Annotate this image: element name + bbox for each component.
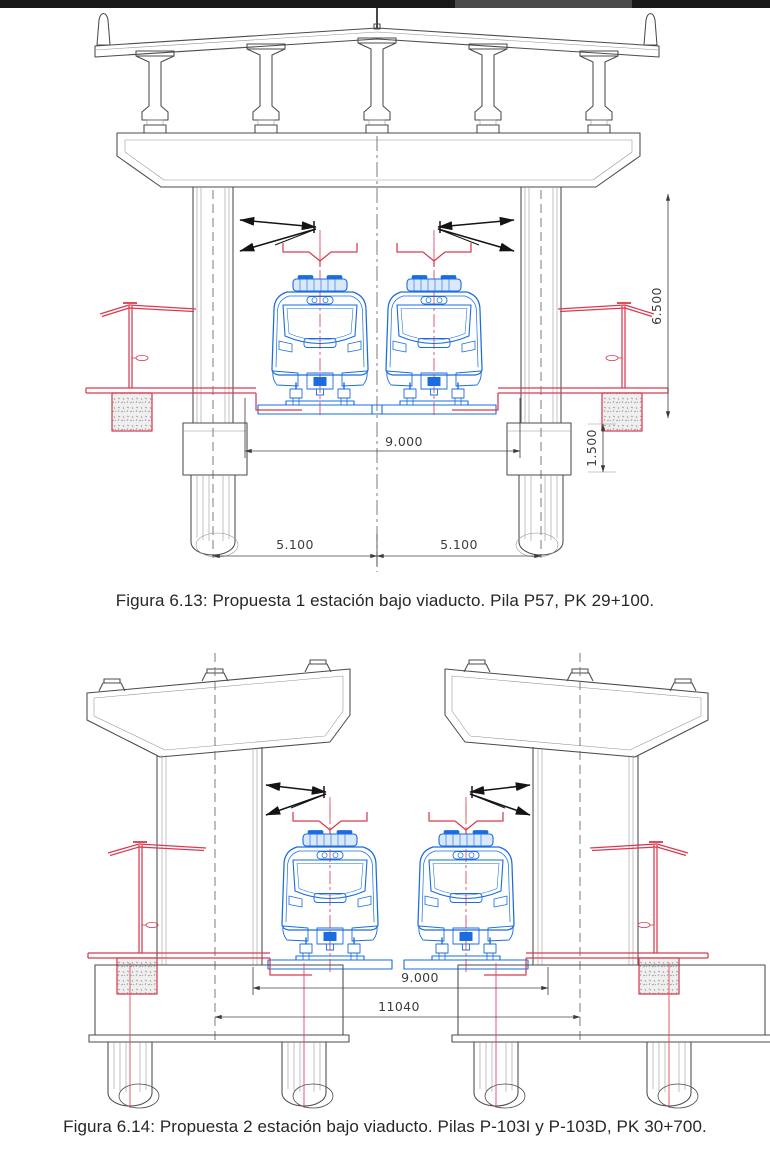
dimension-5100-right: 5.100	[376, 537, 542, 559]
platform-left	[85, 302, 302, 432]
right-pile-cap	[451, 964, 770, 1043]
figure-6-14: 9.000 11040	[0, 645, 770, 1117]
dim-label-9000: 9.000	[385, 434, 423, 449]
pier-cap	[116, 132, 641, 188]
catenary-right	[437, 216, 515, 252]
dimension-span-9000: 9.000	[252, 967, 549, 995]
deck-girders	[135, 37, 619, 134]
dim-label-1500: 1.500	[584, 429, 599, 467]
platform-left	[87, 841, 312, 995]
drawing-propuesta-1: 9.000 5.100 5.100 6.500 1.500	[85, 7, 671, 572]
piles	[107, 963, 699, 1109]
dim-label-9000: 9.000	[401, 970, 439, 985]
left-pile-cap	[88, 964, 350, 1043]
catenary-right	[469, 782, 531, 816]
dimension-clearance-6500: 6.500	[649, 193, 671, 419]
dim-label-5100-right: 5.100	[440, 537, 478, 552]
dimension-5100-left: 5.100	[212, 534, 378, 566]
platform-right	[452, 302, 669, 432]
footer-rule-light-segment	[455, 0, 632, 8]
right-hammerhead-cap	[444, 659, 709, 758]
catenary-left	[265, 782, 327, 816]
bridge-deck	[94, 7, 660, 58]
page-footer-rule	[0, 0, 770, 8]
left-pier-column	[182, 187, 248, 558]
dim-label-6500: 6.500	[649, 287, 664, 325]
figure-6-13-caption: Figura 6.13: Propuesta 1 estación bajo v…	[115, 591, 655, 610]
figure-6-14-caption: Figura 6.14: Propuesta 2 estación bajo v…	[63, 1117, 707, 1136]
dimension-axis-11040: 11040	[214, 999, 581, 1020]
figure-6-13: 9.000 5.100 5.100 6.500 1.500	[85, 7, 671, 572]
left-hammerhead-cap	[86, 659, 351, 758]
dimension-span-9000: 9.000	[244, 398, 521, 458]
platform-right	[484, 841, 709, 995]
dim-label-5100-left: 5.100	[276, 537, 314, 552]
drawing-propuesta-2: 9.000 11040	[86, 653, 770, 1109]
right-pier-column	[532, 653, 639, 1045]
dim-label-11040: 11040	[378, 999, 420, 1014]
right-pier-column	[506, 187, 572, 558]
dimension-footing-1500: 1.500	[584, 423, 616, 473]
catenary-left	[239, 216, 317, 252]
left-pier-column	[156, 653, 263, 1045]
